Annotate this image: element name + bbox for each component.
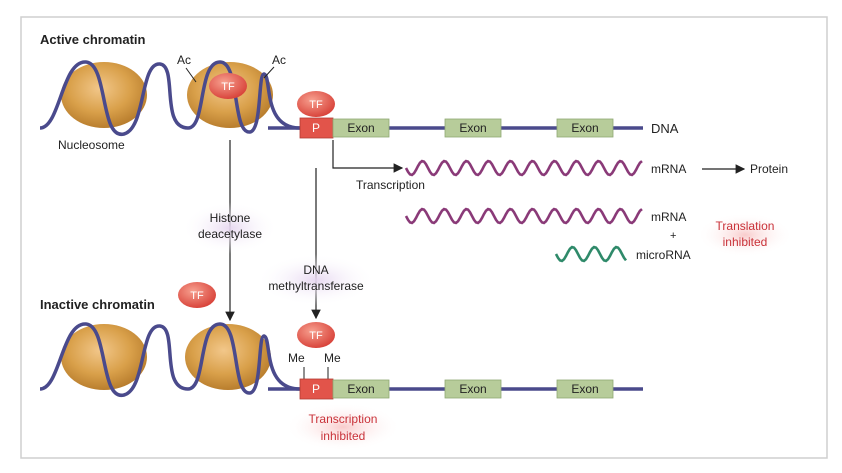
acetyl-label-2: Ac — [272, 53, 286, 67]
tf-on-promoter-label: TF — [309, 99, 323, 111]
methyl-label-1: Me — [288, 351, 305, 365]
mrna-label-1: mRNA — [651, 162, 686, 176]
translation-inhibited-line1: Translation — [716, 219, 775, 233]
tf-on-promoter — [297, 91, 335, 117]
transcription-arrow — [332, 140, 404, 173]
translation-inhibited-line2: inhibited — [723, 235, 768, 249]
microrna-strand — [554, 245, 628, 263]
exon-inactive-2 — [444, 379, 502, 399]
exon-inactive-1-label: Exon — [347, 382, 374, 396]
figure-frame — [20, 16, 828, 459]
tf-free — [178, 282, 216, 308]
mrna-label-2: mRNA — [651, 210, 686, 224]
exon-active-3-label: Exon — [571, 121, 598, 135]
methyl-label-2: Me — [324, 351, 341, 365]
exon-inactive-3-label: Exon — [571, 382, 598, 396]
exon-inactive-1 — [332, 379, 390, 399]
exon-active-2 — [444, 118, 502, 138]
histone-deacetylase-line1: Histone — [210, 211, 251, 225]
dna-methyltransferase-line2: methyltransferase — [268, 279, 364, 293]
exon-active-1-label: Exon — [347, 121, 374, 135]
acetyl-tick-1 — [185, 67, 197, 83]
protein-label: Protein — [750, 162, 788, 176]
inactive-chromatin-label: Inactive chromatin — [40, 297, 155, 312]
transcription-inhibited-glow — [285, 403, 401, 451]
promoter-inactive-label: P — [312, 382, 320, 396]
exon-active-1 — [332, 118, 390, 138]
plus-sign: + — [670, 230, 676, 242]
tf-on-nucleosome-label: TF — [221, 81, 235, 93]
tf-free-label: TF — [190, 290, 204, 302]
microrna-label: microRNA — [636, 248, 691, 262]
acetyl-label-1: Ac — [177, 53, 191, 67]
exon-inactive-2-label: Exon — [459, 382, 486, 396]
transcription-label: Transcription — [356, 178, 425, 192]
dna-label: DNA — [651, 121, 679, 136]
tf-blocked-label: TF — [309, 330, 323, 342]
exon-active-3 — [556, 118, 614, 138]
nucleosome-label: Nucleosome — [58, 138, 125, 152]
acetyl-tick-2 — [263, 66, 275, 79]
histone-deacetylase-glow — [182, 202, 278, 254]
dna-methyltransferase-line1: DNA — [303, 263, 328, 277]
active-chromatin-label: Active chromatin — [40, 32, 146, 47]
histone-deacetylase-line2: deacetylase — [198, 227, 262, 241]
transcription-inhibited-line1: Transcription — [309, 412, 378, 426]
promoter-active-label: P — [312, 121, 320, 135]
mrna-strand-2 — [404, 207, 643, 225]
mrna-strand-1 — [404, 159, 643, 177]
exon-active-2-label: Exon — [459, 121, 486, 135]
tf-on-nucleosome — [209, 73, 247, 99]
dna-methyltransferase-glow — [256, 254, 376, 306]
dna-wrap-inactive — [39, 322, 301, 397]
translation-inhibited-glow — [697, 213, 793, 257]
exon-inactive-3 — [556, 379, 614, 399]
transcription-inhibited-line2: inhibited — [321, 429, 366, 443]
dna-wrap-active — [39, 60, 301, 136]
tf-blocked — [297, 322, 335, 348]
